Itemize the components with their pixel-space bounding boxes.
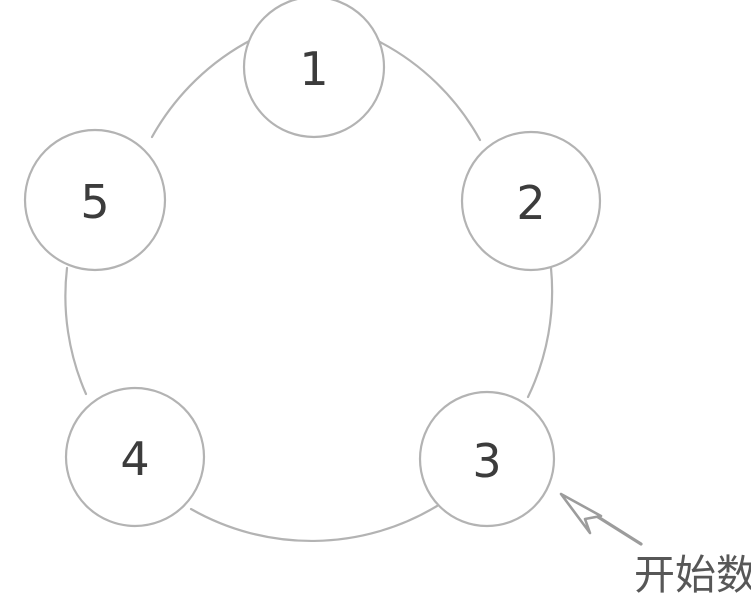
arrowhead-icon (559, 492, 603, 535)
node-group: 1 2 3 4 5 (23, 0, 602, 528)
node-2-circle[interactable] (460, 130, 602, 272)
node-1[interactable]: 1 (242, 0, 386, 139)
edge-4-5 (64, 266, 88, 396)
edge-group (64, 37, 554, 543)
node-4[interactable]: 4 (64, 386, 206, 528)
node-3[interactable]: 3 (418, 390, 556, 528)
node-5-circle[interactable] (23, 128, 167, 272)
node-3-label: 3 (472, 434, 501, 488)
edge-2-3 (526, 266, 554, 399)
annotation-label-start-count: 开始数 (634, 551, 751, 599)
node-2-label: 2 (516, 176, 545, 230)
edge-1-2 (376, 39, 482, 142)
edge-3-4 (189, 504, 439, 543)
edge-5-1 (150, 37, 255, 139)
node-3-circle[interactable] (418, 390, 556, 528)
node-5-label: 5 (80, 175, 109, 229)
node-4-label: 4 (120, 432, 149, 486)
start-pointer-arrow (559, 492, 643, 546)
node-1-label: 1 (299, 42, 328, 96)
node-4-circle[interactable] (64, 386, 206, 528)
node-5[interactable]: 5 (23, 128, 167, 272)
node-2[interactable]: 2 (460, 130, 602, 272)
node-1-circle[interactable] (242, 0, 386, 139)
